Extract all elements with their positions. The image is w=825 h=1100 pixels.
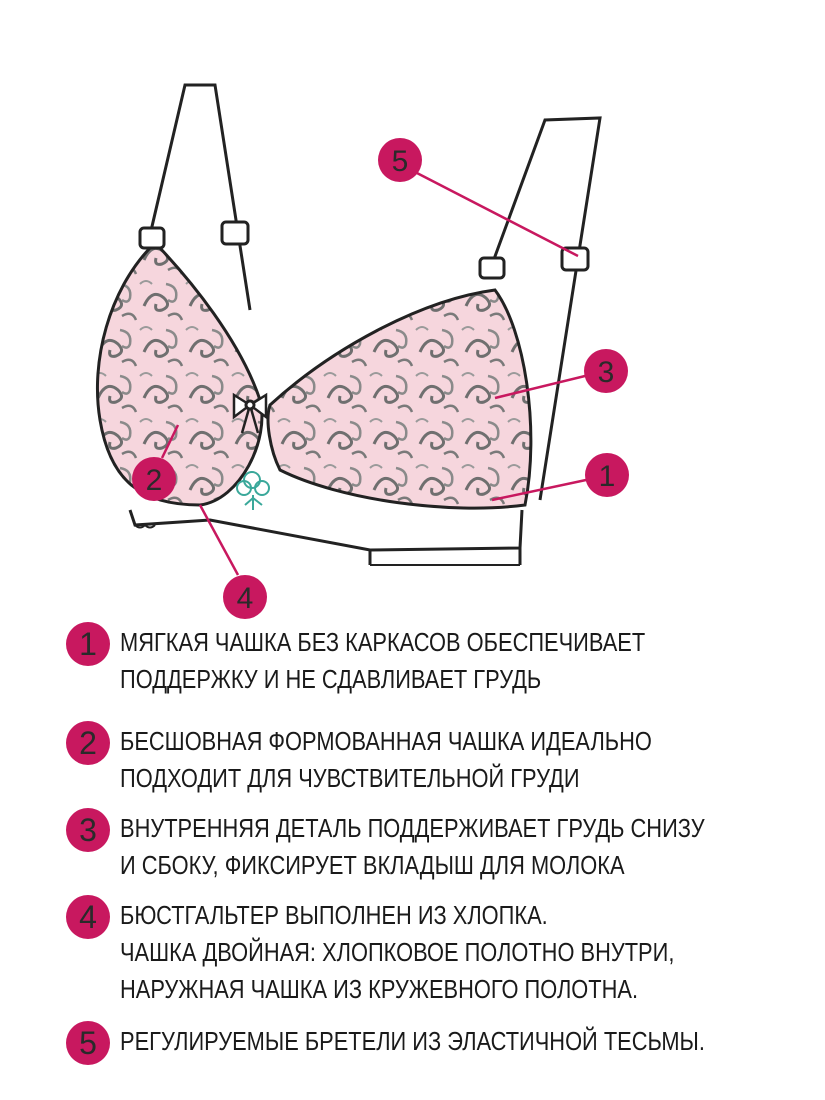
cotton-icon <box>236 471 270 510</box>
number-badge: 4 <box>66 895 110 939</box>
right-strap-slider <box>560 246 590 272</box>
svg-text:3: 3 <box>598 356 615 389</box>
svg-text:5: 5 <box>392 145 409 178</box>
feature-text: МЯГКАЯ ЧАШКА БЕЗ КАРКАСОВ ОБЕСПЕЧИВАЕТ П… <box>120 627 646 694</box>
callout-5: 5 <box>378 138 422 182</box>
bra-illustration <box>96 83 602 566</box>
feature-text: ВНУТРЕННЯЯ ДЕТАЛЬ ПОДДЕРЖИВАЕТ ГРУДЬ СНИ… <box>120 813 705 880</box>
feature-text: БЕСШОВНАЯ ФОРМОВАННАЯ ЧАШКА ИДЕАЛЬНО ПОД… <box>120 726 652 793</box>
left-strap <box>148 83 252 311</box>
number-badge: 5 <box>66 1021 110 1065</box>
feature-text: РЕГУЛИРУЕМЫЕ БРЕТЕЛИ ИЗ ЭЛАСТИЧНОЙ ТЕСЬМ… <box>120 1026 705 1056</box>
bra-diagram: 1 2 3 4 5 <box>96 83 629 619</box>
callout-4: 4 <box>223 575 267 619</box>
underband <box>128 509 524 552</box>
callout-lines <box>160 170 587 576</box>
right-cup <box>266 288 533 510</box>
left-strap-slider <box>220 220 250 246</box>
feature-text: БЮСТГАЛЬТЕР ВЫПОЛНЕН ИЗ ХЛОПКА. ЧАШКА ДВ… <box>120 900 675 1004</box>
svg-text:4: 4 <box>237 582 254 615</box>
bow <box>232 392 268 434</box>
callout-2: 2 <box>132 457 176 501</box>
svg-text:2: 2 <box>146 464 163 497</box>
number-badge: 3 <box>66 808 110 852</box>
svg-text:1: 1 <box>599 460 616 493</box>
right-strap <box>488 116 602 501</box>
callout-1: 1 <box>585 453 629 497</box>
callout-3: 3 <box>584 349 628 393</box>
number-badge: 1 <box>66 622 110 666</box>
number-badge: 2 <box>66 721 110 765</box>
